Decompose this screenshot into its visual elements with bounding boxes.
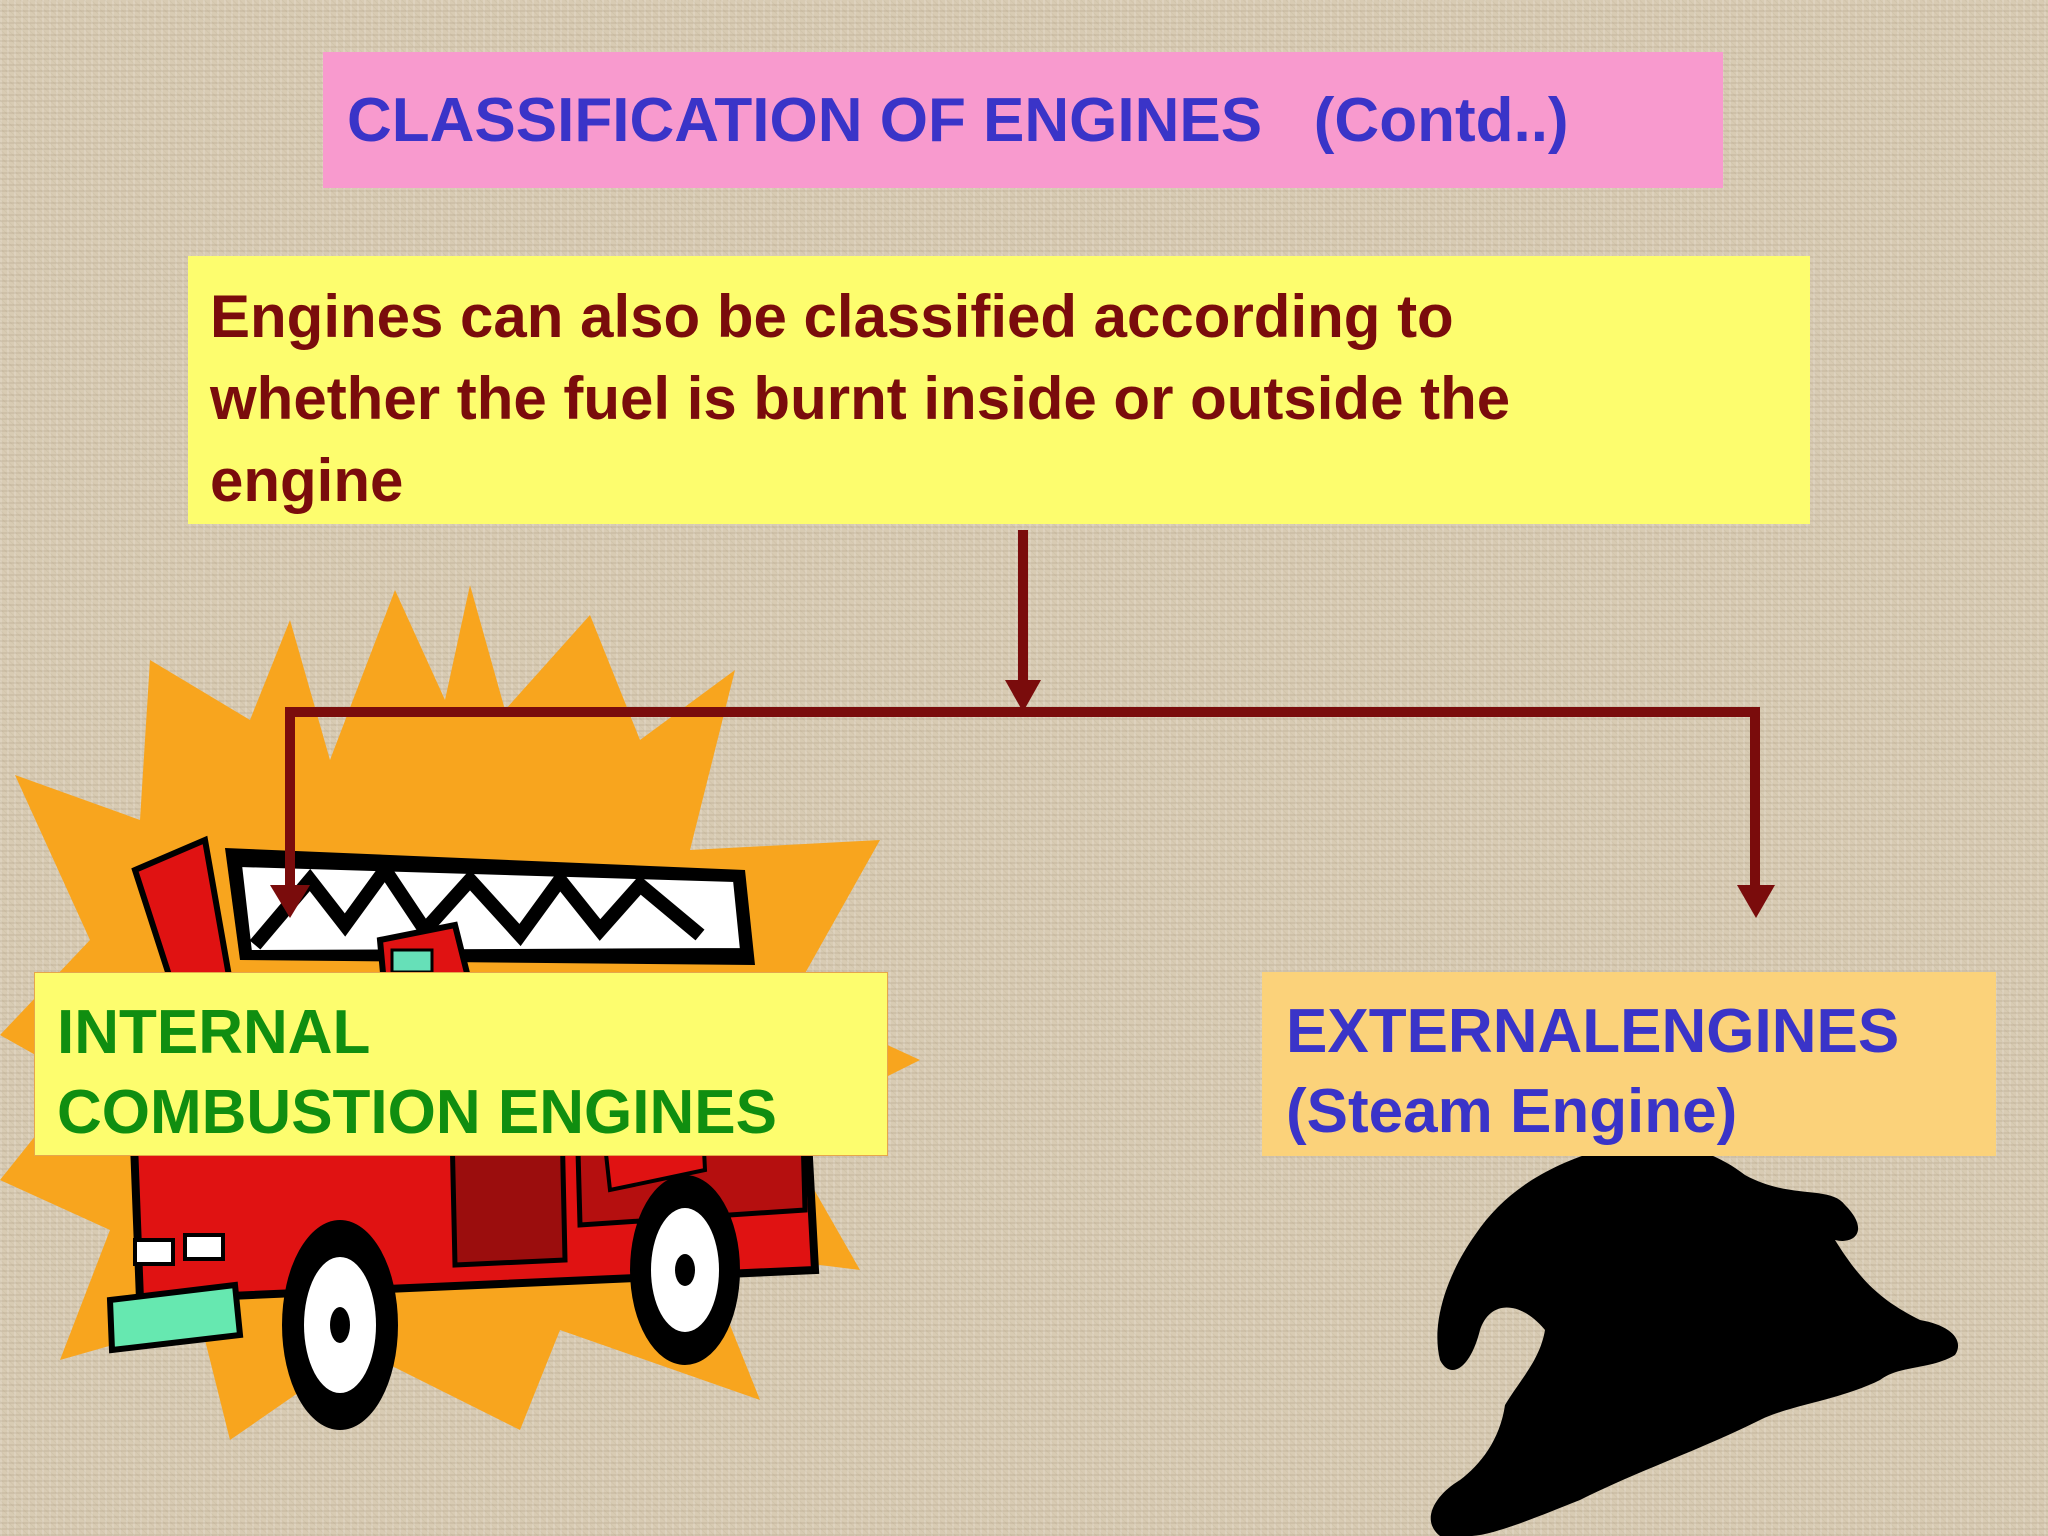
- intro-text-box: Engines can also be classified according…: [188, 256, 1810, 524]
- slide-title-box: CLASSIFICATION OF ENGINES (Contd..): [323, 52, 1723, 188]
- classification-arrows: [270, 530, 1775, 918]
- intro-line: engine: [210, 447, 404, 514]
- external-label-line: (Steam Engine): [1286, 1077, 1738, 1146]
- intro-line: whether the fuel is burnt inside or outs…: [210, 365, 1511, 432]
- external-engines-label: EXTERNALENGINES (Steam Engine): [1262, 972, 1996, 1156]
- intro-line: Engines can also be classified according…: [210, 283, 1454, 350]
- external-label-line: EXTERNALENGINES: [1286, 997, 1900, 1066]
- internal-combustion-label: INTERNAL COMBUSTION ENGINES: [34, 972, 888, 1156]
- steam-locomotive-silhouette: [1430, 1142, 1959, 1536]
- internal-label-line: COMBUSTION ENGINES: [57, 1078, 777, 1147]
- slide-title: CLASSIFICATION OF ENGINES (Contd..): [347, 85, 1569, 155]
- internal-label-line: INTERNAL: [57, 998, 371, 1067]
